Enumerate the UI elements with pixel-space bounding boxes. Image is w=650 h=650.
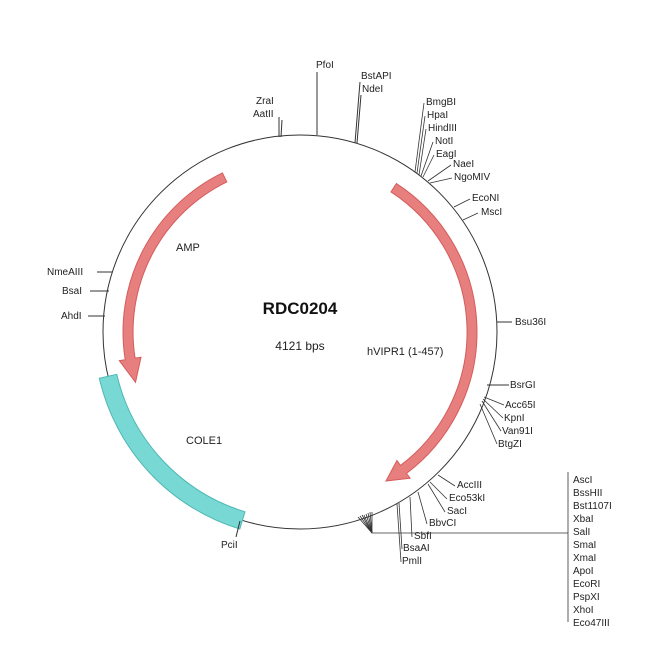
site-label-sbfi[interactable]: SbfI bbox=[414, 531, 432, 542]
site-label-noti[interactable]: NotI bbox=[435, 136, 453, 147]
site-leader-bmgbi bbox=[414, 102, 425, 173]
site-label-bsu36i[interactable]: Bsu36I bbox=[515, 317, 546, 328]
site-label-xhoi[interactable]: XhoI bbox=[573, 605, 594, 616]
amp-feature-arrow[interactable] bbox=[118, 172, 228, 384]
site-label-bsai[interactable]: BsaI bbox=[62, 286, 82, 297]
site-label-ahdi[interactable]: AhdI bbox=[61, 311, 82, 322]
site-leader-bbvci bbox=[417, 491, 428, 525]
site-tick-pcii bbox=[235, 520, 241, 538]
site-label-econi[interactable]: EcoNI bbox=[472, 193, 499, 204]
plasmid-name: RDC0204 bbox=[263, 299, 338, 318]
site-label-kpni[interactable]: KpnI bbox=[504, 413, 525, 424]
site-leader-sbfi bbox=[409, 496, 413, 538]
site-label-nmeaiii[interactable]: NmeAIII bbox=[47, 267, 83, 278]
site-leader-hpai bbox=[416, 115, 426, 174]
site-label-hpai[interactable]: HpaI bbox=[427, 110, 448, 121]
site-label-xmai[interactable]: XmaI bbox=[573, 553, 596, 564]
site-label-aatii[interactable]: AatII bbox=[253, 109, 274, 120]
site-tick-aatii bbox=[280, 119, 283, 138]
site-label-bbvci[interactable]: BbvCI bbox=[429, 518, 456, 529]
site-label-eco53ki[interactable]: Eco53kI bbox=[449, 493, 485, 504]
site-leader-acc65i bbox=[483, 396, 505, 406]
site-label-van91i[interactable]: Van91I bbox=[502, 426, 533, 437]
site-label-sali[interactable]: SalI bbox=[573, 527, 590, 538]
site-label-naei[interactable]: NaeI bbox=[453, 159, 474, 170]
site-label-hindiii[interactable]: HindIII bbox=[428, 123, 457, 134]
site-label-pspxi[interactable]: PspXI bbox=[573, 592, 600, 603]
site-label-eco47iii[interactable]: Eco47III bbox=[573, 618, 610, 629]
site-label-pmli[interactable]: PmlI bbox=[402, 556, 422, 567]
site-leader-econi bbox=[453, 198, 471, 208]
mcs-cluster-ticks bbox=[357, 472, 569, 622]
site-label-ngomiv[interactable]: NgoMIV bbox=[454, 172, 490, 183]
site-leader-van91i bbox=[481, 400, 502, 432]
site-label-bst1107i[interactable]: Bst1107I bbox=[573, 501, 612, 512]
site-label-xbai[interactable]: XbaI bbox=[573, 514, 594, 525]
amp-feature-label: AMP bbox=[176, 242, 200, 254]
site-label-saci[interactable]: SacI bbox=[447, 506, 467, 517]
site-label-ndei[interactable]: NdeI bbox=[362, 84, 383, 95]
site-leader-ngomiv bbox=[429, 177, 453, 184]
site-label-smai[interactable]: SmaI bbox=[573, 540, 596, 551]
site-leader-eagi bbox=[422, 154, 435, 178]
site-label-msci[interactable]: MscI bbox=[481, 207, 502, 218]
site-label-bsaai[interactable]: BsaAI bbox=[403, 543, 430, 554]
site-leader-saci bbox=[427, 483, 446, 513]
site-tick-ndei bbox=[356, 94, 362, 144]
site-leader-bsaai bbox=[398, 502, 403, 550]
site-leader-acciii bbox=[437, 474, 456, 487]
site-leader-eco53ki bbox=[429, 481, 448, 500]
sites-layer: PfoI BstAPI NdeI ZraI AatII BmgBI HpaI H… bbox=[47, 60, 612, 629]
hvipr1-feature-label: hVIPR1 (1-457) bbox=[367, 346, 443, 358]
site-leader-kpni bbox=[482, 398, 504, 419]
site-leader-msci bbox=[462, 212, 479, 221]
features-layer bbox=[98, 172, 478, 530]
site-label-eagi[interactable]: EagI bbox=[436, 149, 457, 160]
site-tick-bstapi bbox=[354, 81, 361, 144]
site-label-bsrgi[interactable]: BsrGI bbox=[510, 380, 536, 391]
site-leader-hindiii bbox=[418, 128, 427, 176]
hvipr1-feature-arrow[interactable] bbox=[385, 182, 478, 482]
site-label-acciii[interactable]: AccIII bbox=[457, 480, 482, 491]
site-label-bmgbi[interactable]: BmgBI bbox=[426, 97, 456, 108]
site-label-acc65i[interactable]: Acc65I bbox=[505, 400, 536, 411]
cole1-origin-block[interactable] bbox=[98, 373, 246, 530]
site-label-bsshii[interactable]: BssHII bbox=[573, 488, 602, 499]
site-label-zrai[interactable]: ZraI bbox=[256, 96, 274, 107]
site-label-pcii[interactable]: PciI bbox=[221, 540, 238, 551]
cole1-feature-label: COLE1 bbox=[186, 435, 222, 447]
site-leader-naei bbox=[427, 164, 452, 182]
site-label-pfoi[interactable]: PfoI bbox=[316, 60, 334, 71]
site-label-asci[interactable]: AscI bbox=[573, 475, 592, 486]
plasmid-size: 4121 bps bbox=[275, 339, 324, 353]
site-label-ecori[interactable]: EcoRI bbox=[573, 579, 600, 590]
site-label-bstapi[interactable]: BstAPI bbox=[361, 71, 392, 82]
plasmid-backbone bbox=[102, 134, 498, 530]
site-leader-btgzi bbox=[479, 403, 498, 445]
site-label-btgzi[interactable]: BtgZI bbox=[498, 439, 522, 450]
site-label-apoi[interactable]: ApoI bbox=[573, 566, 594, 577]
site-leader-noti bbox=[420, 141, 434, 177]
